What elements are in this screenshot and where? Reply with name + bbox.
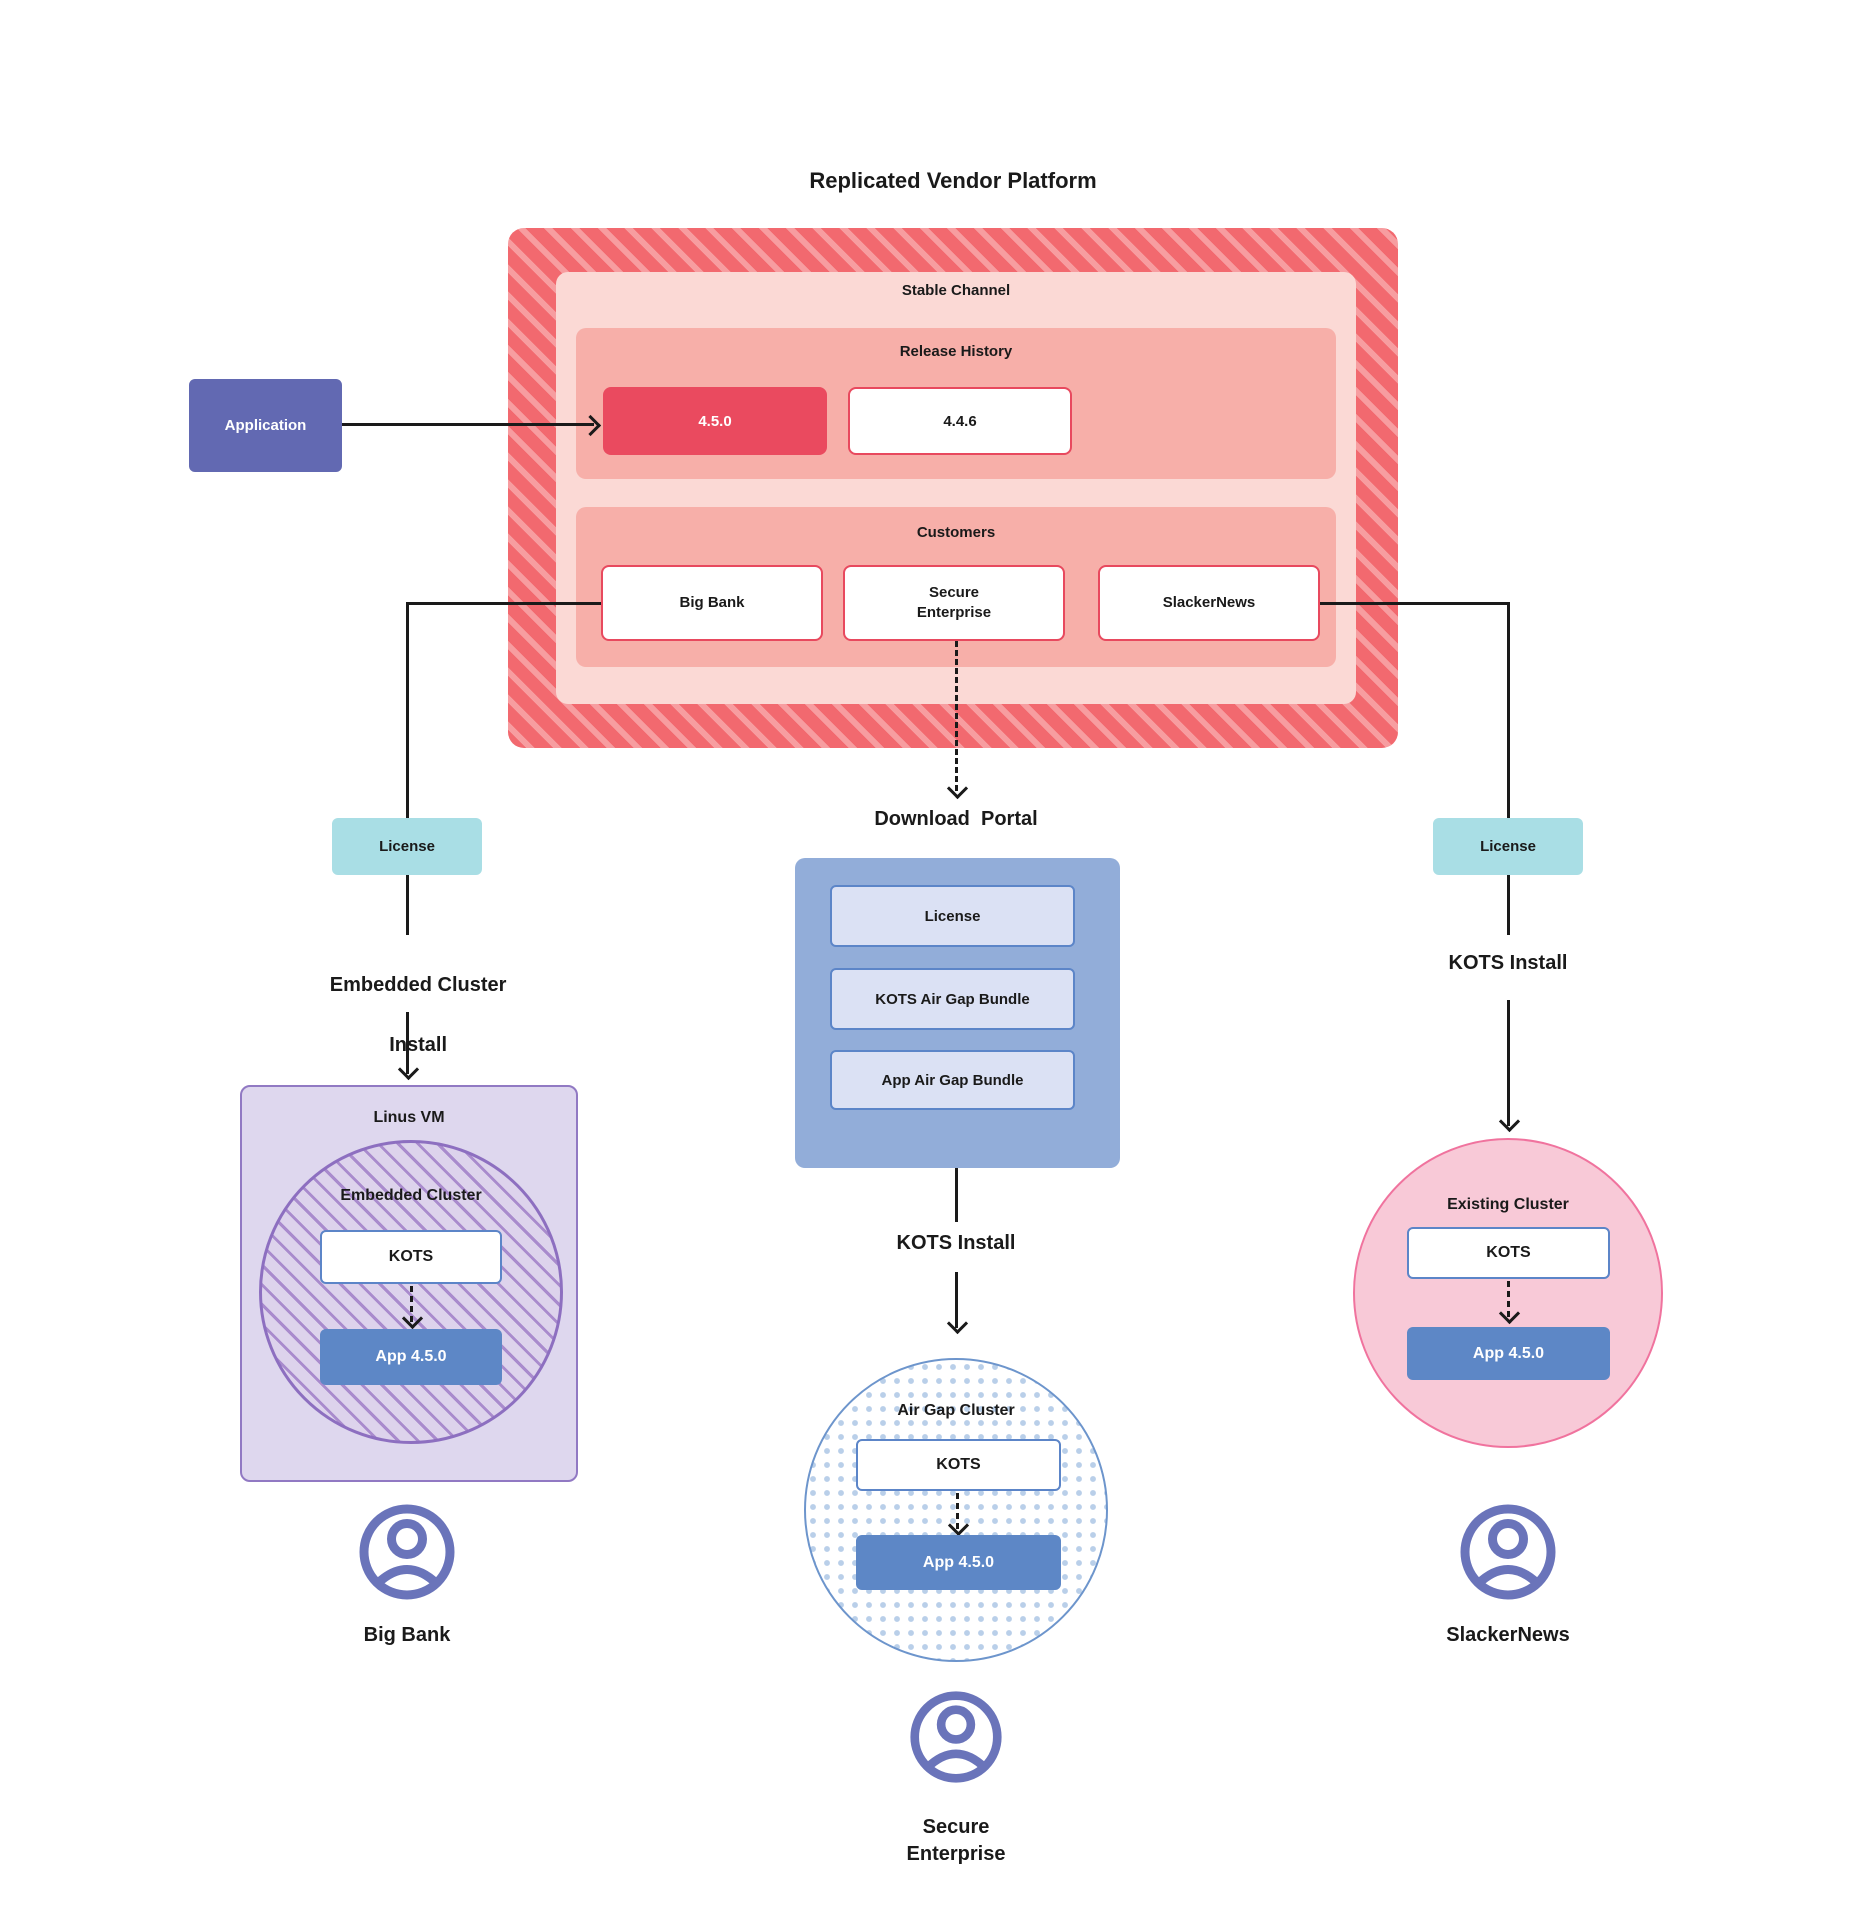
middle-kots-label: KOTS xyxy=(936,1456,981,1473)
secure-enterprise-avatar-icon xyxy=(910,1691,1002,1783)
customer-big-bank-label: Big Bank xyxy=(679,594,745,611)
secure-enterprise-to-portal-dashed-line xyxy=(955,641,958,791)
diagram-title: Replicated Vendor Platform xyxy=(809,168,1097,193)
portal-app-airgap-bundle-label: App Air Gap Bundle xyxy=(881,1071,1024,1089)
right-kots-box: KOTS xyxy=(1407,1227,1610,1279)
right-kots-to-app-dashed-line xyxy=(1507,1281,1510,1317)
embedded-cluster-install-label: Embedded Cluster Install xyxy=(257,940,557,1090)
vendor-platform-box: Stable Channel Release History 4.5.0 4.4… xyxy=(508,228,1398,748)
download-portal-box: License KOTS Air Gap Bundle App Air Gap … xyxy=(795,858,1120,1168)
customer-slackernews-label: SlackerNews xyxy=(1162,594,1256,611)
middle-kots-box: KOTS xyxy=(856,1439,1061,1491)
right-app-label: App 4.5.0 xyxy=(1472,1344,1545,1362)
middle-install-arrowhead xyxy=(946,1312,969,1335)
embedded-cluster-label: Embedded Cluster xyxy=(340,1187,482,1204)
release-4-5-0-label: 4.5.0 xyxy=(698,412,732,430)
left-app-label: App 4.5.0 xyxy=(375,1348,447,1365)
linus-vm-box: Linus VM Embedded Cluster KOTS App 4.5.0 xyxy=(240,1085,578,1482)
middle-install-arrow-line xyxy=(955,1272,958,1328)
middle-app-label: App 4.5.0 xyxy=(922,1553,995,1571)
secure-enterprise-user-name-text: Secure Enterprise xyxy=(906,1816,1006,1865)
middle-kots-to-app-arrowhead xyxy=(947,1514,970,1537)
left-license-box: License xyxy=(332,818,482,875)
right-license-box: License xyxy=(1433,818,1583,875)
customer-big-bank-box: Big Bank xyxy=(601,565,823,641)
big-bank-connector-vertical xyxy=(406,602,409,818)
customer-secure-enterprise-box: Secure Enterprise xyxy=(843,565,1065,641)
big-bank-avatar-icon xyxy=(359,1504,455,1600)
release-4-5-0-box: 4.5.0 xyxy=(603,387,827,455)
right-kots-to-app-arrowhead xyxy=(1498,1302,1521,1325)
portal-license-label: License xyxy=(924,907,981,925)
slackernews-avatar-icon xyxy=(1460,1504,1556,1600)
embedded-cluster-install-line1: Embedded Cluster xyxy=(329,974,507,996)
right-kots-install-label: KOTS Install xyxy=(1448,952,1568,974)
portal-kots-airgap-bundle-label: KOTS Air Gap Bundle xyxy=(875,990,1030,1008)
right-install-arrowhead xyxy=(1498,1110,1521,1133)
left-kots-box: KOTS xyxy=(320,1230,502,1284)
portal-to-install-line xyxy=(955,1168,958,1222)
stable-channel-box: Stable Channel Release History 4.5.0 4.4… xyxy=(556,272,1356,704)
stable-channel-label: Stable Channel xyxy=(901,282,1011,299)
air-gap-cluster-label: Air Gap Cluster xyxy=(897,1402,1015,1419)
right-kots-label: KOTS xyxy=(1486,1244,1531,1261)
customer-slackernews-box: SlackerNews xyxy=(1098,565,1320,641)
release-history-label: Release History xyxy=(899,343,1013,360)
portal-license-box: License xyxy=(830,885,1075,947)
customers-label: Customers xyxy=(916,524,996,541)
slackernews-user-name: SlackerNews xyxy=(1446,1624,1570,1646)
left-license-to-install-line xyxy=(406,875,409,935)
customers-box: Customers Big Bank Secure Enterprise Sla… xyxy=(576,507,1336,667)
portal-kots-airgap-bundle-box: KOTS Air Gap Bundle xyxy=(830,968,1075,1030)
left-kots-label: KOTS xyxy=(388,1248,434,1265)
portal-app-airgap-bundle-box: App Air Gap Bundle xyxy=(830,1050,1075,1110)
application-to-release-arrow-line xyxy=(342,423,594,426)
left-license-label: License xyxy=(379,838,435,855)
middle-kots-to-app-dashed-line xyxy=(956,1493,959,1529)
big-bank-connector-horizontal xyxy=(407,602,601,605)
big-bank-user-name: Big Bank xyxy=(363,1624,451,1646)
right-install-arrow-line xyxy=(1507,1000,1510,1126)
secure-enterprise-to-portal-arrowhead xyxy=(946,777,969,800)
embedded-cluster-install-line2: Install xyxy=(389,1034,448,1056)
right-app-box: App 4.5.0 xyxy=(1407,1327,1610,1380)
existing-cluster-circle: Existing Cluster KOTS App 4.5.0 xyxy=(1353,1138,1663,1448)
air-gap-cluster-circle: Air Gap Cluster KOTS App 4.5.0 xyxy=(804,1358,1108,1662)
application-box: Application xyxy=(189,379,342,472)
slackernews-connector-vertical xyxy=(1507,602,1510,818)
secure-enterprise-user-name: Secure Enterprise xyxy=(876,1812,1036,1870)
middle-app-box: App 4.5.0 xyxy=(856,1535,1061,1590)
application-label: Application xyxy=(224,417,307,434)
left-app-box: App 4.5.0 xyxy=(320,1329,502,1385)
middle-kots-install-label: KOTS Install xyxy=(896,1232,1016,1254)
release-history-box: Release History 4.5.0 4.4.6 xyxy=(576,328,1336,479)
customer-secure-enterprise-label: Secure Enterprise xyxy=(916,584,992,621)
download-portal-label: Download Portal xyxy=(874,808,1038,830)
existing-cluster-label: Existing Cluster xyxy=(1447,1196,1569,1213)
linus-vm-label: Linus VM xyxy=(373,1109,445,1126)
slackernews-connector-horizontal xyxy=(1320,602,1510,605)
release-4-4-6-label: 4.4.6 xyxy=(943,412,977,430)
release-4-4-6-box: 4.4.6 xyxy=(848,387,1072,455)
left-install-arrow-line xyxy=(406,1012,409,1074)
left-kots-to-app-dashed-line xyxy=(410,1286,413,1322)
right-license-to-install-line xyxy=(1507,875,1510,935)
right-license-label: License xyxy=(1480,838,1536,855)
